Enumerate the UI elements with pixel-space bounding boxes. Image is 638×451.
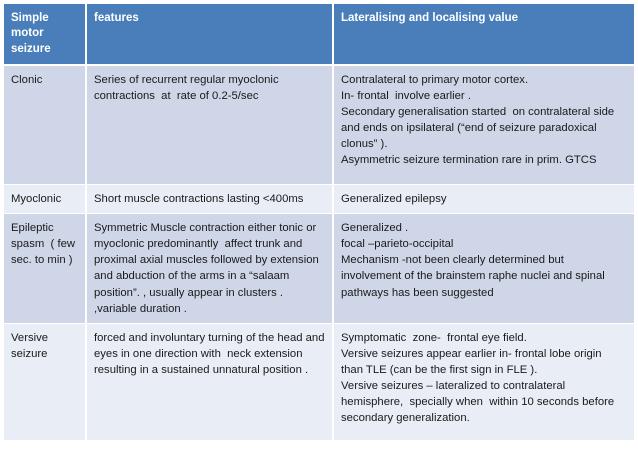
cell-features: forced and involuntary turning of the he… bbox=[86, 323, 334, 441]
cell-lateralising-value: Symptomatic zone- frontal eye field. Ver… bbox=[333, 323, 634, 441]
cell-lateralising-value: Generalized . focal –parieto-occipital M… bbox=[333, 213, 634, 324]
seizure-classification-table: Simple motor seizure features Lateralisi… bbox=[4, 4, 634, 441]
cell-seizure-type: Myoclonic bbox=[4, 184, 87, 215]
cell-features: Series of recurrent regular myoclonic co… bbox=[86, 64, 334, 186]
table-body: Clonic Series of recurrent regular myocl… bbox=[4, 64, 634, 441]
column-header-lateralising-value: Lateralising and localising value bbox=[333, 4, 634, 66]
table-row: Clonic Series of recurrent regular myocl… bbox=[4, 64, 634, 186]
table-row: Versive seizure forced and involuntary t… bbox=[4, 323, 634, 441]
column-header-features: features bbox=[86, 4, 334, 66]
cell-seizure-type: Epileptic spasm ( few sec. to min ) bbox=[4, 213, 87, 324]
table-header-row: Simple motor seizure features Lateralisi… bbox=[4, 4, 634, 66]
cell-lateralising-value: Generalized epilepsy bbox=[333, 184, 634, 215]
column-header-seizure-type: Simple motor seizure bbox=[4, 4, 87, 66]
cell-lateralising-value: Contralateral to primary motor cortex. I… bbox=[333, 64, 634, 186]
cell-features: Symmetric Muscle contraction either toni… bbox=[86, 213, 334, 324]
table-header: Simple motor seizure features Lateralisi… bbox=[4, 4, 634, 66]
cell-seizure-type: Versive seizure bbox=[4, 323, 87, 441]
table-row: Epileptic spasm ( few sec. to min ) Symm… bbox=[4, 213, 634, 324]
table-row: Myoclonic Short muscle contractions last… bbox=[4, 184, 634, 215]
cell-features: Short muscle contractions lasting <400ms bbox=[86, 184, 334, 215]
cell-seizure-type: Clonic bbox=[4, 64, 87, 186]
